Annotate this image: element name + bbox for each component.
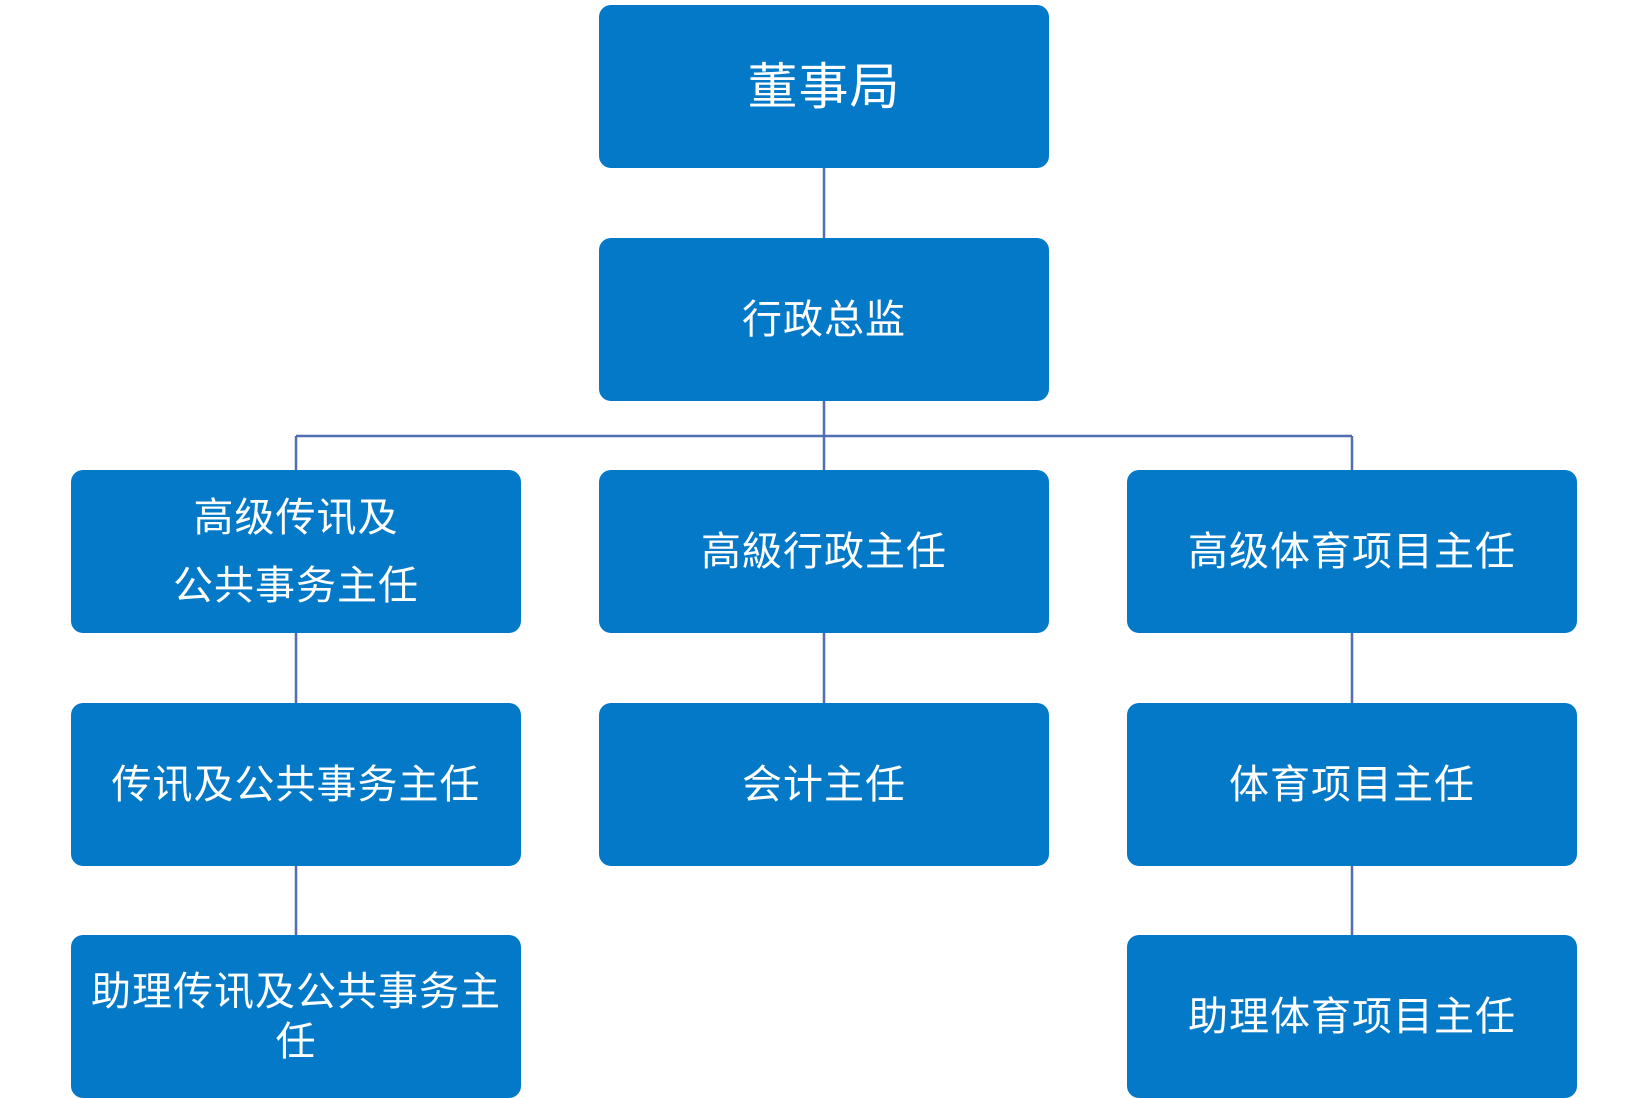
senior-communications-head-line-2: 公共事务主任 — [173, 562, 419, 609]
executive-director-box: 行政总监 — [599, 238, 1049, 401]
accounting-manager-label: 会计主任 — [742, 761, 906, 808]
senior-administration-head-label: 高級行政主任 — [701, 528, 947, 575]
assistant-sports-program-box: 助理体育项目主任 — [1127, 935, 1577, 1098]
senior-communications-head-box: 高级传讯及 公共事务主任 — [71, 470, 521, 633]
assistant-communications-line-1: 助理传讯及公共事务主 — [91, 968, 501, 1015]
board-box: 董事局 — [599, 5, 1049, 168]
senior-sports-program-head-box: 高级体育项目主任 — [1127, 470, 1577, 633]
assistant-communications-line-2: 任 — [275, 1018, 317, 1065]
senior-administration-head-box: 高級行政主任 — [599, 470, 1049, 633]
senior-communications-head-line-1: 高级传讯及 — [193, 494, 399, 541]
accounting-manager-box: 会计主任 — [599, 703, 1049, 866]
sports-program-manager-box: 体育项目主任 — [1127, 703, 1577, 866]
board-label: 董事局 — [747, 57, 901, 116]
communications-manager-label: 传讯及公共事务主任 — [111, 761, 481, 808]
communications-manager-box: 传讯及公共事务主任 — [71, 703, 521, 866]
assistant-sports-program-label: 助理体育项目主任 — [1188, 993, 1516, 1040]
senior-sports-program-head-label: 高级体育项目主任 — [1188, 528, 1516, 575]
sports-program-manager-label: 体育项目主任 — [1229, 761, 1475, 808]
assistant-communications-box: 助理传讯及公共事务主 任 — [71, 935, 521, 1098]
executive-director-label: 行政总监 — [742, 296, 906, 343]
